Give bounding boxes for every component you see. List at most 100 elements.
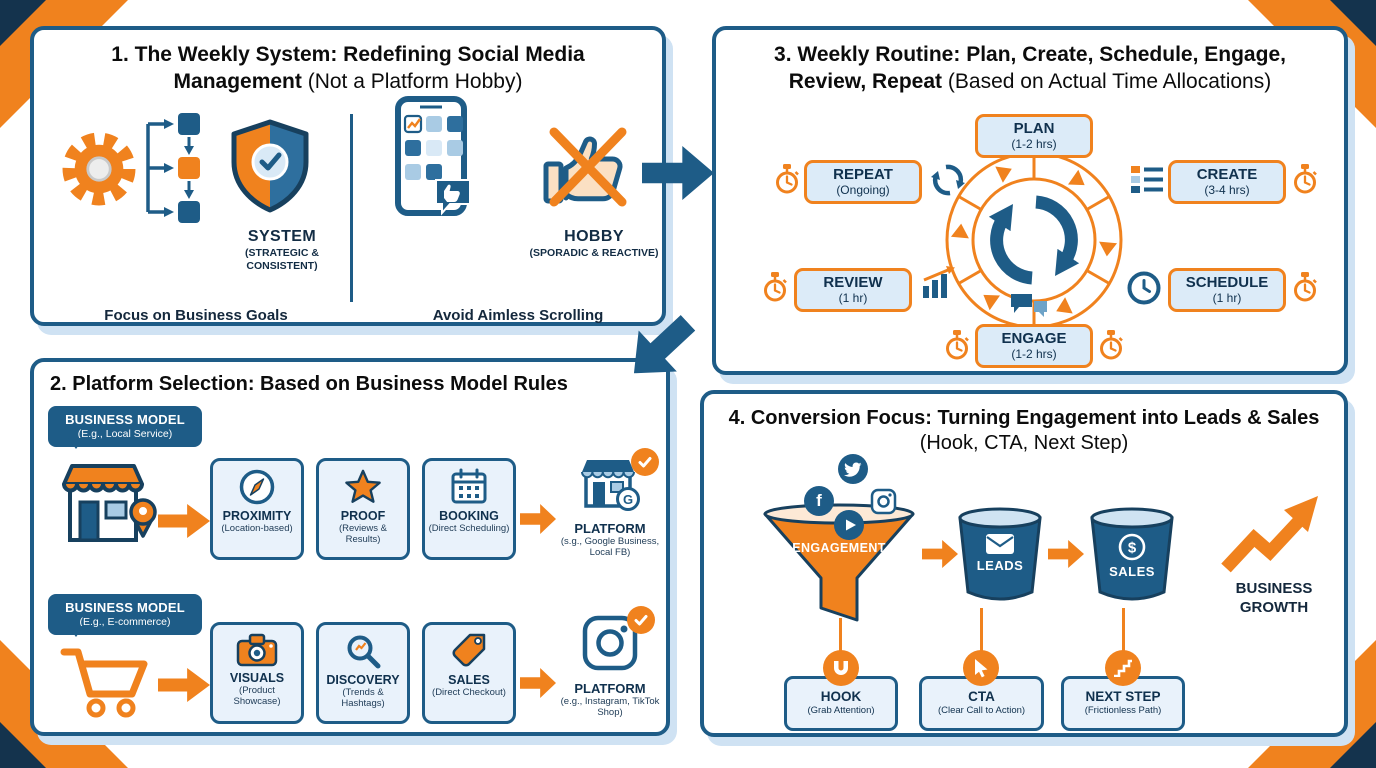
badge-title: BUSINESS MODEL [65, 600, 185, 615]
check-badge [627, 606, 655, 634]
flow-arrow [158, 504, 210, 538]
cta-box: CTA (Clear Call to Action) [919, 676, 1044, 731]
business-model-badge-local-service: BUSINESS MODEL (E.g., Local Service) [48, 406, 202, 449]
step-visuals: VISUALS (Product Showcase) [210, 622, 304, 724]
stage-plan-time: (1-2 hrs) [1011, 137, 1057, 151]
stage-repeat-label: REPEAT [833, 166, 893, 183]
thumbs-up-crossed-icon [543, 127, 627, 207]
cylinder-shape [958, 507, 1042, 601]
cursor-badge [963, 650, 999, 686]
star-icon [345, 469, 381, 503]
panel-platform-selection: 2. Platform Selection: Based on Business… [30, 358, 670, 736]
sales-label: SALES [1109, 564, 1155, 579]
badge-sub: (E.g., Local Service) [77, 428, 173, 440]
system-caption: Focus on Business Goals [104, 307, 288, 324]
system-label: SYSTEM [247, 228, 317, 245]
shield-check-icon [231, 119, 309, 213]
google-business-icon: G [581, 460, 640, 511]
stage-review: REVIEW (1 hr) [794, 268, 912, 312]
stage-schedule-label: SCHEDULE [1185, 274, 1269, 291]
panel1-title-tail: (Not a Platform Hobby) [307, 69, 523, 93]
panel-weekly-routine: 3. Weekly Routine: Plan, Create, Schedul… [712, 26, 1348, 375]
stage-repeat-time: (Ongoing) [836, 183, 890, 197]
panel1-title-bold: 1. The Weekly System: Redefining Social … [111, 43, 585, 93]
facebook-icon: f [804, 486, 834, 516]
create-list-icon [1131, 166, 1163, 193]
steps-badge [1105, 650, 1141, 686]
connector-line [1122, 608, 1125, 652]
storefront-icon [62, 464, 157, 542]
compass-icon [239, 469, 275, 505]
clock-icon [1127, 271, 1161, 305]
step-proximity: PROXIMITY (Location-based) [210, 458, 304, 560]
magnet-badge [823, 650, 859, 686]
envelope-icon [986, 534, 1014, 554]
stage-plan: PLAN (1-2 hrs) [975, 114, 1093, 158]
check-badge [631, 448, 659, 476]
instagram-icon [582, 615, 638, 671]
panel3-title-tail: (Based on Actual Time Allocations) [947, 69, 1272, 93]
youtube-icon [834, 510, 864, 540]
panel4-title-tail: (Hook, CTA, Next Step) [919, 432, 1129, 455]
gear-icon [62, 132, 136, 206]
flow-arrow [158, 668, 210, 702]
stage-review-label: REVIEW [823, 274, 883, 291]
twitter-icon [838, 454, 868, 484]
flow-arrow [922, 540, 958, 568]
flow-arrow [1048, 540, 1084, 568]
hobby-label-block: HOBBY (SPORADIC & REACTIVE) [528, 228, 660, 260]
dollar-icon: $ [1118, 533, 1146, 561]
growth-label: BUSINESS GROWTH [1235, 580, 1313, 616]
stage-schedule: SCHEDULE (1 hr) [1168, 268, 1286, 312]
hobby-sublabel: (SPORADIC & REACTIVE) [529, 247, 659, 259]
system-sublabel: (STRATEGIC & CONSISTENT) [245, 247, 319, 273]
stage-repeat: REPEAT (Ongoing) [804, 160, 922, 204]
check-icon [634, 615, 648, 626]
badge-sub: (E.g., E-commerce) [79, 616, 171, 628]
stairs-icon [1114, 659, 1132, 677]
weekly-cycle-wheel [945, 151, 1123, 329]
connector-line [839, 618, 842, 652]
leads-label: LEADS [976, 558, 1024, 573]
stage-engage-label: ENGAGE [1001, 330, 1067, 347]
svg-text:G: G [623, 492, 633, 507]
connector-line [980, 608, 983, 652]
stopwatch-icon [1292, 164, 1318, 194]
step-sales: SALES (Direct Checkout) [422, 622, 516, 724]
svg-text:$: $ [1128, 540, 1137, 557]
flow-arrow [520, 668, 556, 698]
repeat-cycle-icon [931, 164, 965, 196]
stage-engage-time: (1-2 hrs) [1011, 347, 1057, 361]
panel3-title-bold: 3. Weekly Routine: Plan, Create, Schedul… [774, 43, 1286, 93]
stage-create-time: (3-4 hrs) [1204, 183, 1250, 197]
stage-create-label: CREATE [1196, 166, 1258, 183]
step-discovery: DISCOVERY (Trends & Hashtags) [316, 622, 410, 724]
panel3-title: 3. Weekly Routine: Plan, Create, Schedul… [738, 42, 1322, 95]
stage-engage: ENGAGE (1-2 hrs) [975, 324, 1093, 368]
stage-schedule-time: (1 hr) [1212, 291, 1242, 305]
hobby-caption: Avoid Aimless Scrolling [432, 307, 604, 324]
business-model-badge-ecommerce: BUSINESS MODEL (E.g., E-commerce) [48, 594, 202, 637]
flow-arrow [520, 504, 556, 534]
shopping-cart-icon [60, 648, 148, 718]
platform-ecommerce-block: PLATFORM (e.g., Instagram, TikTok Shop) [556, 606, 664, 719]
hobby-label: HOBBY [564, 228, 624, 245]
stopwatch-icon [774, 164, 800, 194]
panel1-divider [350, 114, 353, 302]
stage-review-time: (1 hr) [838, 291, 868, 305]
growth-arrow-icon [1221, 496, 1318, 573]
magnifier-icon [347, 635, 381, 669]
phone-social-icon [395, 96, 471, 216]
panel-weekly-system: 1. The Weekly System: Redefining Social … [30, 26, 666, 326]
instagram-small-icon [870, 488, 897, 515]
panel1-title: 1. The Weekly System: Redefining Social … [56, 42, 640, 95]
stopwatch-icon [762, 272, 788, 302]
panel2-title: 2. Platform Selection: Based on Business… [50, 373, 568, 395]
magnet-icon [834, 660, 848, 675]
sales-cylinder: $ SALES [1088, 506, 1176, 606]
calendar-icon [451, 468, 487, 504]
stopwatch-icon [1098, 330, 1124, 360]
chat-bubbles-icon [1011, 294, 1047, 317]
cursor-icon [975, 659, 988, 678]
stopwatch-icon [1292, 272, 1318, 302]
